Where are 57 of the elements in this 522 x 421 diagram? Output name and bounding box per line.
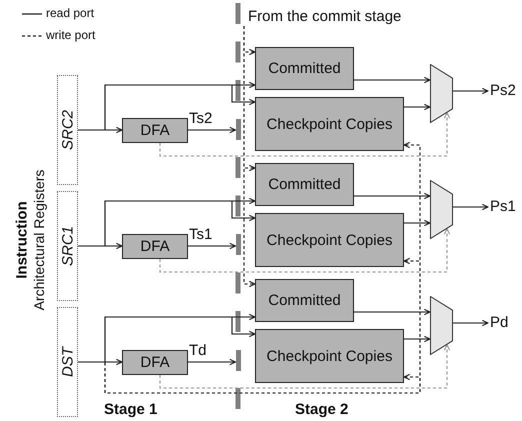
arrow: [404, 336, 431, 342]
pipeline-latch: [236, 350, 240, 370]
pipeline-latch: [236, 118, 240, 140]
arrow: [188, 242, 236, 250]
box-label: Checkpoint Copies: [266, 348, 392, 364]
dfa-box: [122, 350, 188, 375]
arrow: [404, 104, 431, 110]
output-label: Ps2: [488, 82, 520, 100]
arrow: [354, 76, 431, 84]
arrow: [354, 308, 431, 316]
multiplexer: [430, 296, 453, 355]
dfa-box: [122, 234, 188, 259]
axis-title: Instruction: [14, 201, 30, 279]
stage-label: Stage 1: [104, 401, 158, 418]
dashed-arrow: [78, 361, 421, 394]
register-box: [57, 191, 78, 301]
output-label: Ps1: [488, 198, 520, 216]
box-label: DFA: [140, 238, 170, 255]
legend-label: write port: [46, 28, 96, 42]
legend-label: read port: [46, 6, 94, 20]
register-box: [57, 307, 78, 417]
stage-label: Stage 2: [295, 401, 348, 418]
box-label: Checkpoint Copies: [266, 232, 392, 248]
dashed-arrow: [159, 228, 450, 273]
dashed-arrow: [243, 26, 256, 288]
box-label: DFA: [140, 354, 170, 371]
dfa-box: [122, 118, 188, 143]
axis-subtitle: Architectural Registers: [31, 170, 47, 310]
box-label: Committed: [268, 60, 341, 77]
multiplexer: [430, 64, 453, 123]
arrow: [404, 220, 431, 226]
box-label: Committed: [268, 292, 341, 309]
pipeline-latch: [236, 234, 240, 255]
box-label: Committed: [268, 176, 341, 193]
storage-box: [255, 47, 354, 90]
register-box: [57, 75, 78, 185]
arrow: [453, 320, 489, 326]
arrow: [453, 88, 489, 94]
arrow: [188, 126, 236, 134]
register-name: DST: [59, 347, 76, 377]
arrow: [188, 358, 236, 366]
output-label: Pd: [488, 314, 520, 332]
box-label: Checkpoint Copies: [266, 116, 392, 132]
box-label: DFA: [140, 122, 170, 139]
register-name: SRC2: [59, 110, 76, 150]
dashed-arrow: [159, 344, 450, 389]
multiplexer: [430, 180, 453, 239]
arrow: [453, 204, 489, 210]
storage-box: [255, 97, 404, 151]
storage-box: [255, 279, 354, 322]
storage-box: [255, 213, 404, 267]
dashed-arrow: [159, 112, 450, 157]
storage-box: [255, 329, 404, 383]
note-text: From the commit stage: [240, 8, 440, 26]
arrow: [354, 192, 431, 200]
storage-box: [255, 163, 354, 206]
register-name: SRC1: [59, 226, 76, 266]
